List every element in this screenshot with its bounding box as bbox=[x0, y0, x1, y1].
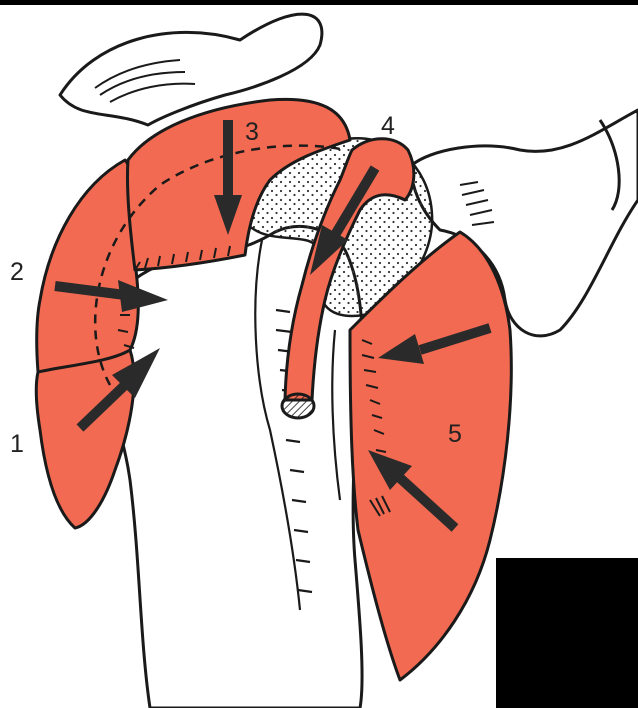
label-3: 3 bbox=[245, 118, 259, 146]
label-5: 5 bbox=[448, 420, 462, 448]
muscle-2 bbox=[37, 160, 139, 372]
label-4: 4 bbox=[381, 112, 395, 140]
black-mask-block bbox=[496, 558, 638, 708]
label-2: 2 bbox=[10, 258, 24, 286]
top-border bbox=[0, 0, 638, 5]
tendon-cross-section bbox=[282, 394, 314, 418]
label-1: 1 bbox=[10, 430, 24, 458]
